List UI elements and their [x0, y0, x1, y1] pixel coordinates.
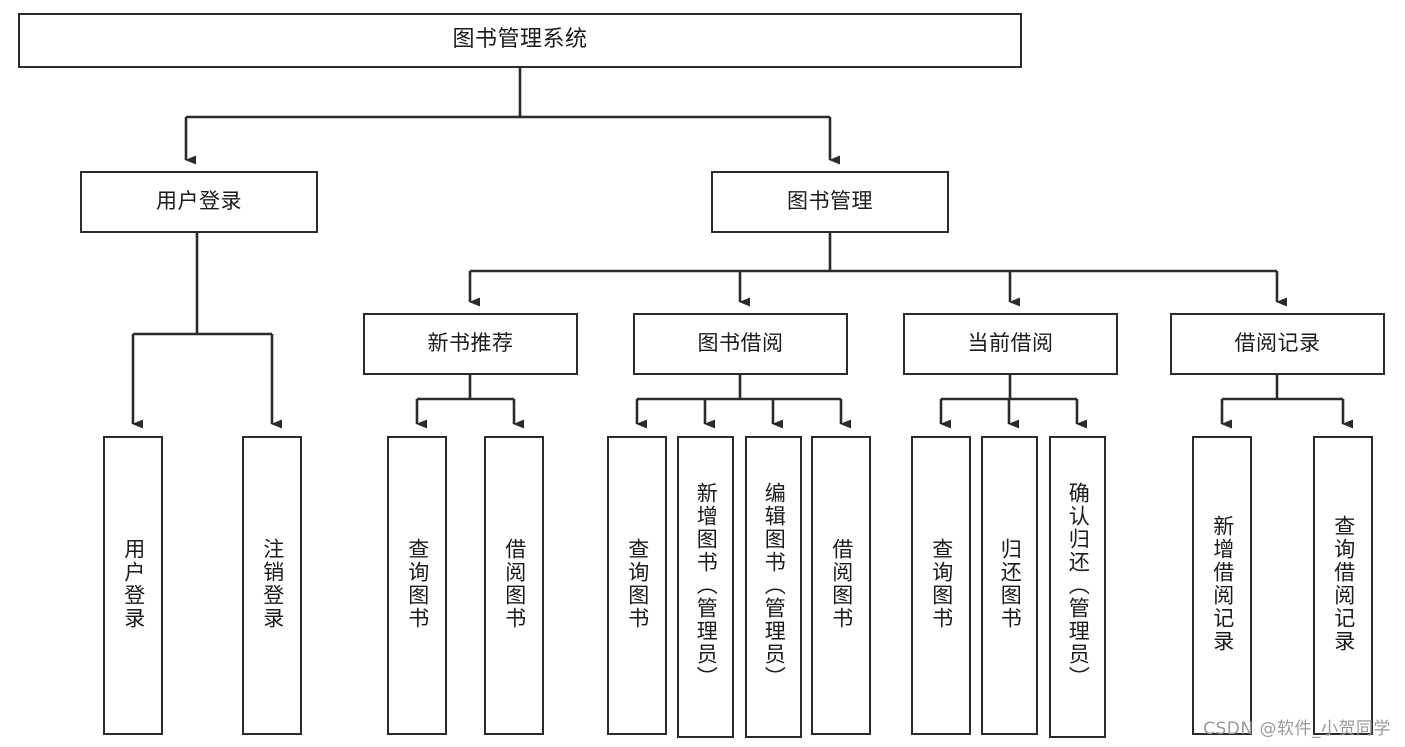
node-label: 查询图书: [405, 537, 430, 630]
node-label: 新书推荐: [427, 331, 514, 356]
leaf-current-query-book[interactable]: 查询图书: [911, 436, 971, 735]
node-book-borrow[interactable]: 图书借阅: [633, 313, 848, 375]
node-new-book-recommend[interactable]: 新书推荐: [363, 313, 578, 375]
node-root-system[interactable]: 图书管理系统: [18, 13, 1022, 68]
node-label: 用户登录: [156, 189, 242, 214]
node-label: 图书管理系统: [452, 27, 588, 53]
leaf-borrow-query-book[interactable]: 查询图书: [607, 436, 667, 735]
leaf-user-login-login[interactable]: 用户登录: [103, 436, 163, 735]
leaf-user-login-logout[interactable]: 注销登录: [242, 436, 302, 735]
leaf-record-query-record[interactable]: 查询借阅记录: [1313, 436, 1373, 735]
leaf-current-return-book[interactable]: 归还图书: [981, 436, 1038, 735]
leaf-borrow-borrow-book[interactable]: 借阅图书: [811, 436, 871, 735]
node-label: 图书管理: [787, 189, 873, 214]
node-label: 用户登录: [121, 537, 146, 630]
leaf-borrow-add-book-admin[interactable]: 新增图书（管理员）: [677, 436, 734, 738]
watermark: CSDN @软件_小贺同学: [1203, 719, 1391, 739]
node-label: 归还图书: [998, 537, 1023, 630]
node-label: 新增图书（管理员）: [694, 481, 719, 689]
node-label: 图书借阅: [697, 331, 784, 356]
node-label: 确认归还（管理员）: [1066, 481, 1091, 689]
leaf-recommend-borrow-book[interactable]: 借阅图书: [484, 436, 544, 735]
node-label: 查询图书: [625, 537, 650, 630]
node-label: 借阅图书: [502, 537, 527, 630]
node-borrow-record[interactable]: 借阅记录: [1170, 313, 1385, 375]
node-user-login[interactable]: 用户登录: [80, 171, 318, 233]
leaf-borrow-edit-book-admin[interactable]: 编辑图书（管理员）: [745, 436, 802, 738]
node-label: 查询图书: [929, 537, 954, 630]
leaf-recommend-query-book[interactable]: 查询图书: [387, 436, 447, 735]
leaf-record-add-record[interactable]: 新增借阅记录: [1192, 436, 1252, 735]
node-label: 借阅图书: [829, 537, 854, 630]
node-label: 编辑图书（管理员）: [762, 481, 787, 689]
node-label: 新增借阅记录: [1210, 514, 1235, 653]
node-label: 当前借阅: [967, 331, 1054, 356]
leaf-current-confirm-return-admin[interactable]: 确认归还（管理员）: [1049, 436, 1106, 738]
node-label: 借阅记录: [1234, 331, 1321, 356]
node-label: 查询借阅记录: [1331, 514, 1356, 653]
node-label: 注销登录: [260, 537, 285, 630]
node-book-management[interactable]: 图书管理: [711, 171, 949, 233]
node-current-borrow[interactable]: 当前借阅: [903, 313, 1118, 375]
